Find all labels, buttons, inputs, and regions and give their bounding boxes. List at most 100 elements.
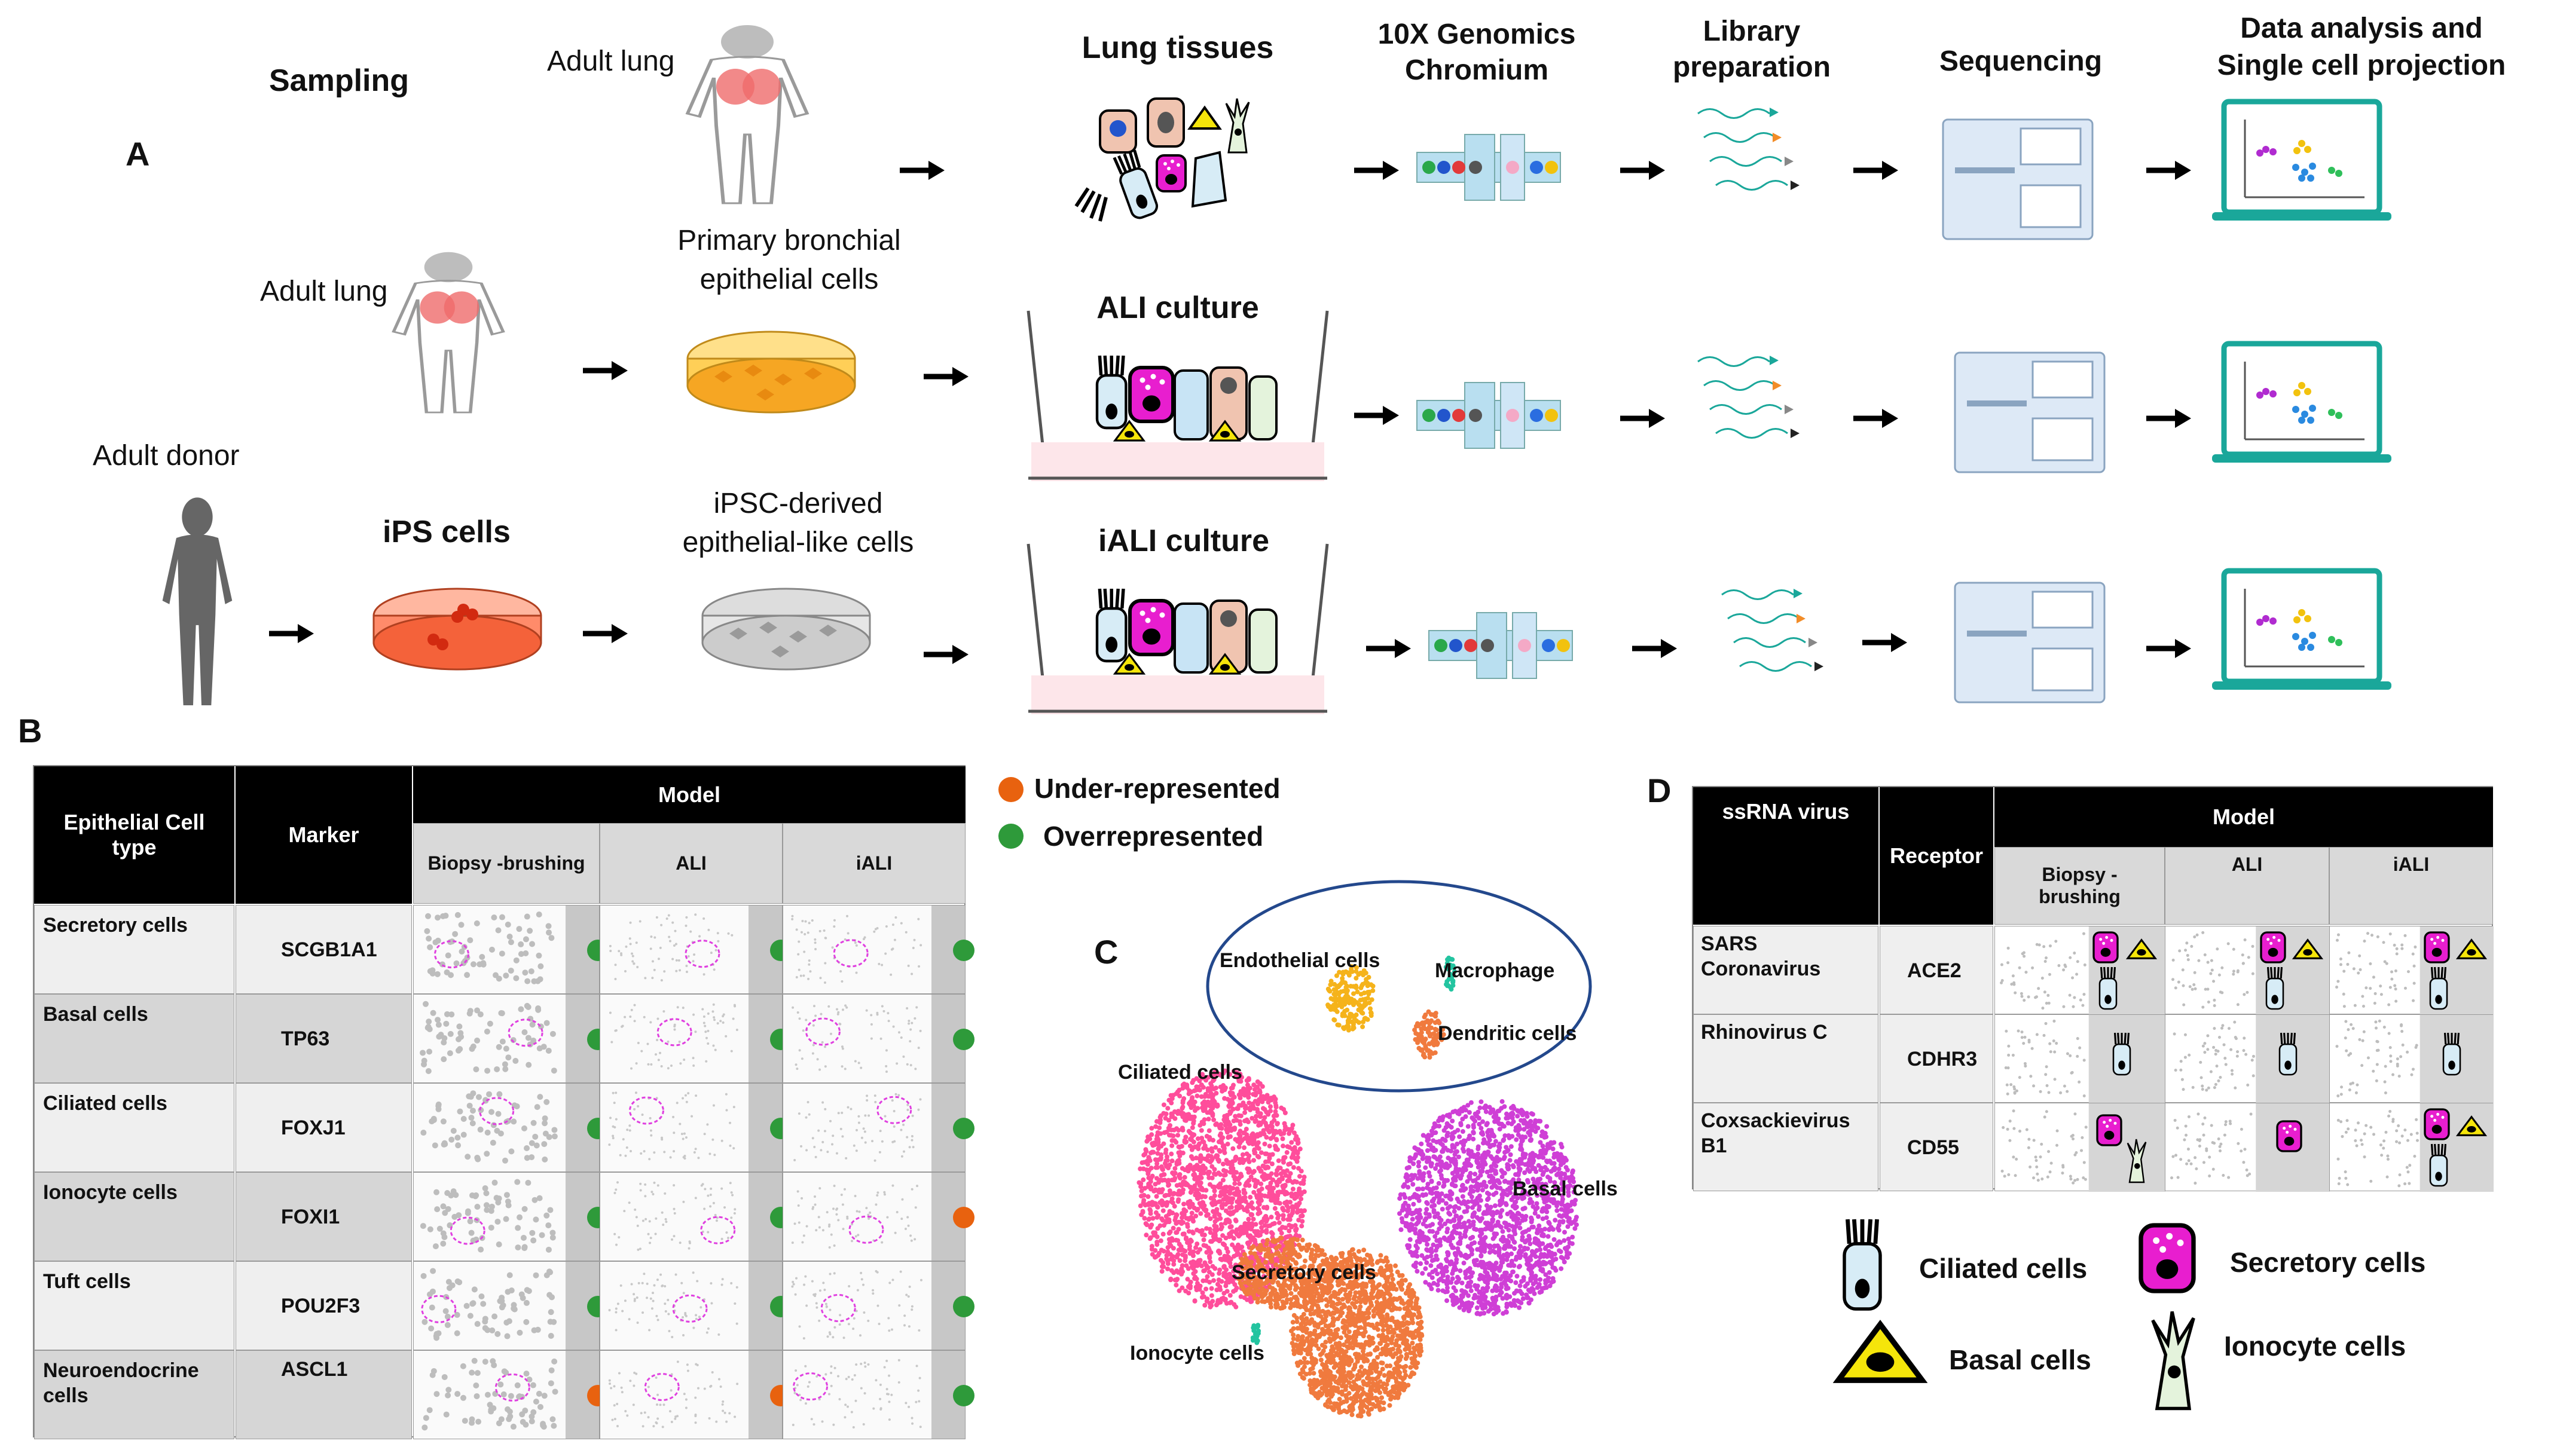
cell-type-text: cells: [43, 1384, 88, 1407]
model-cell: [783, 1172, 974, 1261]
model-cell: [413, 1083, 609, 1172]
arrow-a1: [900, 158, 948, 182]
umap-thumbnail: [783, 1351, 931, 1439]
header-marker: Marker: [236, 766, 412, 904]
iali-culture-label: iALI culture: [1098, 524, 1270, 558]
marker-text: ASCL1: [281, 1358, 348, 1381]
cell-type-cell: Secretory cells: [34, 905, 234, 994]
panel-d-table: ssRNA virus Receptor Model Biopsy - brus…: [1692, 786, 2494, 1192]
d-header-biopsy-line2: brushing: [2039, 886, 2121, 907]
umap-thumbnail: [414, 1351, 566, 1439]
legend-ionocyte-label: Ionocyte cells: [2224, 1330, 2406, 1362]
arrow-r2-4: [2146, 406, 2194, 430]
secretory-cell-icon: [2259, 931, 2286, 963]
basal-cell-icon: [2457, 939, 2486, 959]
umap-thumbnail: [414, 1262, 566, 1350]
virus-cell: Rhinovirus C: [1693, 1014, 1878, 1103]
primary-cells-dish: [686, 331, 856, 414]
overrepresented-dot: [953, 1295, 974, 1317]
dot-strip: [566, 1173, 609, 1261]
header-cell-type-line1: Epithelial Cell: [63, 810, 205, 834]
cell-type-cell: Basal cells: [34, 994, 234, 1083]
arrow-r2-2: [1620, 406, 1668, 430]
adult-lung-figure-1: [676, 24, 819, 203]
header-cell-type-line2: type: [112, 835, 157, 859]
model-cell: [600, 1350, 792, 1439]
umap-thumbnail: [783, 1084, 931, 1171]
d-header-model: Model: [1994, 787, 2493, 847]
receptor-text: CDHR3: [1907, 1048, 1978, 1070]
laptop-2: [2212, 344, 2391, 463]
secretory-cell-icon: [2424, 931, 2450, 963]
sequencer-1: [1942, 118, 2094, 240]
marker-cell: POU2F3: [236, 1261, 412, 1350]
cell-type-text: Ciliated cells: [43, 1092, 167, 1115]
cell-type-cell: Ciliated cells: [34, 1083, 234, 1172]
dot-strip: [931, 1084, 974, 1171]
panel-a-letter: A: [126, 135, 150, 173]
legend-ionocyte-icon: [2146, 1309, 2200, 1417]
header-ali: ALI: [600, 823, 783, 904]
arrow-r2-1: [1354, 403, 1402, 427]
virus-text: Coronavirus: [1701, 958, 1821, 980]
umap-thumbnail: [414, 906, 566, 993]
model-cell: [600, 905, 792, 994]
legend-basal-label: Basal cells: [1949, 1344, 2091, 1375]
analysis-label-2: Single cell projection: [2217, 50, 2506, 81]
macrophage-cluster: [1443, 955, 1457, 992]
legend-under-dot: [998, 777, 1024, 802]
label-basal: Basal cells: [1513, 1177, 1618, 1200]
model-cell: [413, 994, 609, 1083]
umap-thumbnail: [600, 1351, 749, 1439]
model-cell: [1994, 926, 2165, 1015]
header-iali: iALI: [783, 823, 966, 904]
d-header-ali: ALI: [2165, 847, 2329, 925]
marker-text: SCGB1A1: [281, 938, 377, 961]
model-cell: [783, 905, 974, 994]
dot-strip: [749, 1351, 792, 1439]
model-cell: [600, 994, 792, 1083]
ionocyte-cell-icon: [2127, 1138, 2146, 1183]
dot-strip: [566, 995, 609, 1082]
model-cell: [2165, 1103, 2330, 1192]
basal-cluster: [1397, 1099, 1579, 1317]
cell-type-cell: Tuft cells: [34, 1261, 234, 1350]
iali-culture-well: [1028, 544, 1327, 723]
overrepresented-dot: [953, 1384, 974, 1406]
umap-thumbnail: [783, 995, 931, 1082]
header-biopsy: Biopsy -brushing: [413, 823, 600, 904]
d-header-iali: iALI: [2329, 847, 2493, 925]
panel-d-letter: D: [1647, 772, 1672, 809]
library-waves-1: [1697, 106, 1801, 191]
ipsc-derived-label-1: iPSC-derived: [713, 488, 883, 519]
arrow-r3-3: [1862, 631, 1910, 654]
arrow-r1-4: [2146, 158, 2194, 182]
umap-thumbnail: [2004, 1015, 2165, 1103]
dot-strip: [931, 1173, 974, 1261]
receptor-text: ACE2: [1907, 959, 1962, 982]
virus-text: SARS: [1701, 932, 1758, 955]
cell-type-text: Tuft cells: [43, 1270, 131, 1293]
model-cell: [783, 994, 974, 1083]
ciliated-cell-icon: [2278, 1032, 2298, 1076]
virus-text: Rhinovirus C: [1701, 1021, 1828, 1044]
label-macrophage: Macrophage: [1435, 959, 1555, 982]
marker-text: TP63: [281, 1027, 330, 1050]
umap-thumbnail: [2335, 1015, 2494, 1103]
umap-thumbnail: [414, 1084, 566, 1171]
genomics-label-1: 10X Genomics: [1377, 19, 1576, 50]
umap-thumbnail: [414, 1173, 566, 1261]
model-cell: [2165, 926, 2330, 1015]
legend-over-label: Overrepresented: [1043, 821, 1264, 852]
dot-strip: [566, 1351, 609, 1439]
analysis-label-1: Data analysis and: [2240, 13, 2483, 44]
panel-b-letter: B: [18, 712, 42, 750]
label-ciliated: Ciliated cells: [1118, 1061, 1242, 1084]
dot-strip: [566, 1084, 609, 1171]
lung-tissues-illustration: [1074, 97, 1250, 224]
secretory-cell-icon: [2276, 1120, 2302, 1152]
basal-cell-icon: [2457, 1116, 2486, 1136]
arrow-a4: [269, 622, 317, 646]
